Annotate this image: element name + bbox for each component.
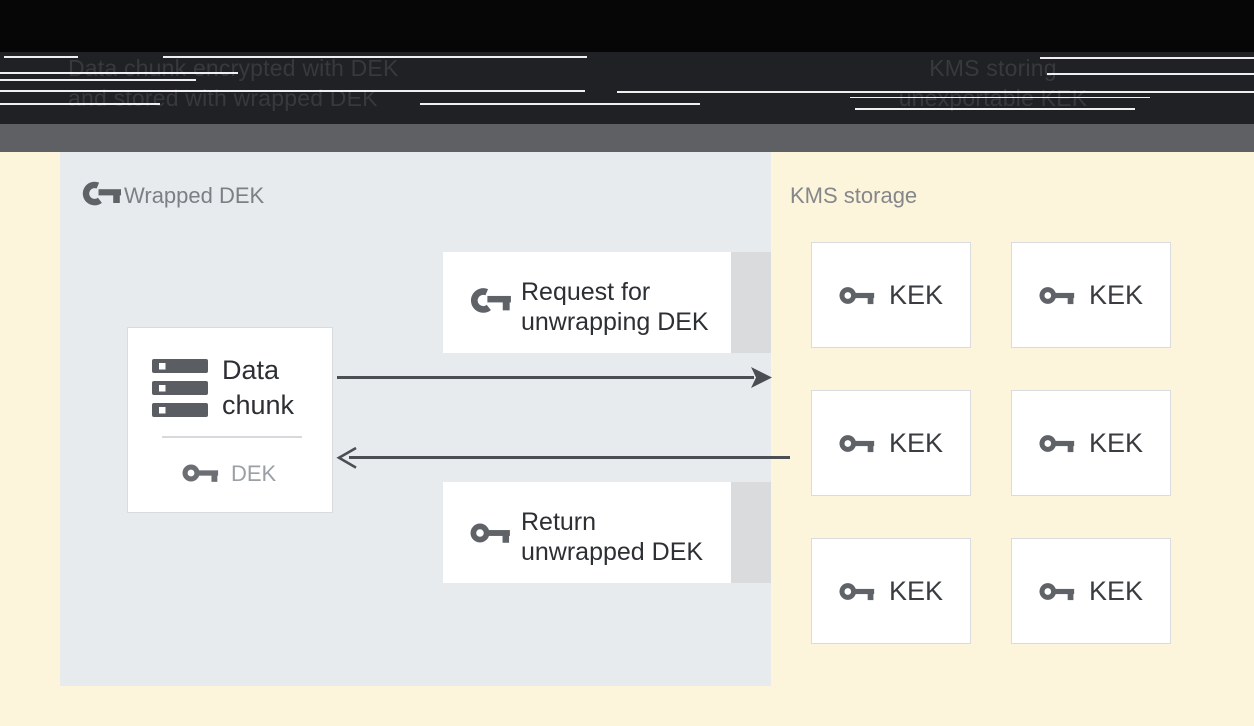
kek-card: KEK xyxy=(811,538,971,644)
key-icon xyxy=(1039,579,1076,604)
wrapped-key-icon xyxy=(79,180,123,210)
return-arrow-line xyxy=(349,456,790,459)
request-box-line1: Request for xyxy=(521,278,651,306)
key-icon xyxy=(839,431,876,456)
request-unwrap-box xyxy=(443,252,731,353)
return-box-line1: Return xyxy=(521,508,597,536)
right-caption: KMS storing unexportable KEK xyxy=(863,53,1123,113)
data-chunk-icon xyxy=(152,359,208,418)
kek-label: KEK xyxy=(1088,279,1144,310)
artifact-line xyxy=(0,103,160,105)
request-arrow-line xyxy=(337,376,754,379)
kek-card: KEK xyxy=(1011,538,1171,644)
kek-card: KEK xyxy=(811,242,971,348)
key-icon xyxy=(1039,431,1076,456)
left-caption-line2: and stored with wrapped DEK xyxy=(68,85,378,111)
return-box-text: Return unwrapped DEK xyxy=(521,507,703,567)
artifact-line xyxy=(1047,73,1254,75)
left-caption: Data chunk encrypted with DEK and stored… xyxy=(68,53,399,113)
wrapped-dek-panel-title: Wrapped DEK xyxy=(124,183,265,208)
kek-label: KEK xyxy=(888,279,944,310)
header-divider-strip xyxy=(0,124,1254,152)
key-icon xyxy=(470,519,512,547)
right-caption-line1: KMS storing xyxy=(929,55,1057,81)
header-top-bar xyxy=(0,0,1254,52)
data-chunk-box xyxy=(127,327,333,513)
right-caption-line2: unexportable KEK xyxy=(898,85,1088,111)
artifact-line xyxy=(0,90,585,92)
artifact-line xyxy=(0,72,238,74)
return-box-line2: unwrapped DEK xyxy=(521,538,704,566)
kek-card: KEK xyxy=(1011,242,1171,348)
kek-label: KEK xyxy=(1088,427,1144,458)
artifact-line xyxy=(0,79,196,81)
artifact-line xyxy=(4,56,78,58)
artifact-line xyxy=(1040,57,1254,59)
wrapped-key-icon xyxy=(467,286,513,318)
artifact-line xyxy=(617,91,1254,93)
artifact-line xyxy=(163,56,587,58)
key-icon xyxy=(839,579,876,604)
kek-card: KEK xyxy=(811,390,971,496)
kek-grid: KEK KEK xyxy=(811,242,1171,644)
dek-label: DEK xyxy=(231,461,277,486)
kek-label: KEK xyxy=(1088,575,1144,606)
kek-label: KEK xyxy=(888,575,944,606)
key-icon xyxy=(839,283,876,308)
request-box-text: Request for unwrapping DEK xyxy=(521,277,709,337)
artifact-line xyxy=(855,108,1135,110)
header-bar xyxy=(0,52,1254,124)
request-box-tab xyxy=(731,252,771,353)
data-chunk-label: Data chunk xyxy=(222,355,295,420)
kek-card: KEK xyxy=(1011,390,1171,496)
kms-storage-title: KMS storage xyxy=(790,183,918,208)
key-icon xyxy=(1039,283,1076,308)
data-chunk-divider xyxy=(162,436,302,438)
dek-key-icon xyxy=(182,460,220,486)
return-arrow-head xyxy=(335,445,359,471)
artifact-line xyxy=(850,97,1150,98)
request-box-line2: unwrapping DEK xyxy=(521,308,709,336)
left-caption-line1: Data chunk encrypted with DEK xyxy=(68,55,399,81)
artifact-line xyxy=(420,103,700,105)
return-box-tab xyxy=(731,482,771,583)
kek-label: KEK xyxy=(888,427,944,458)
